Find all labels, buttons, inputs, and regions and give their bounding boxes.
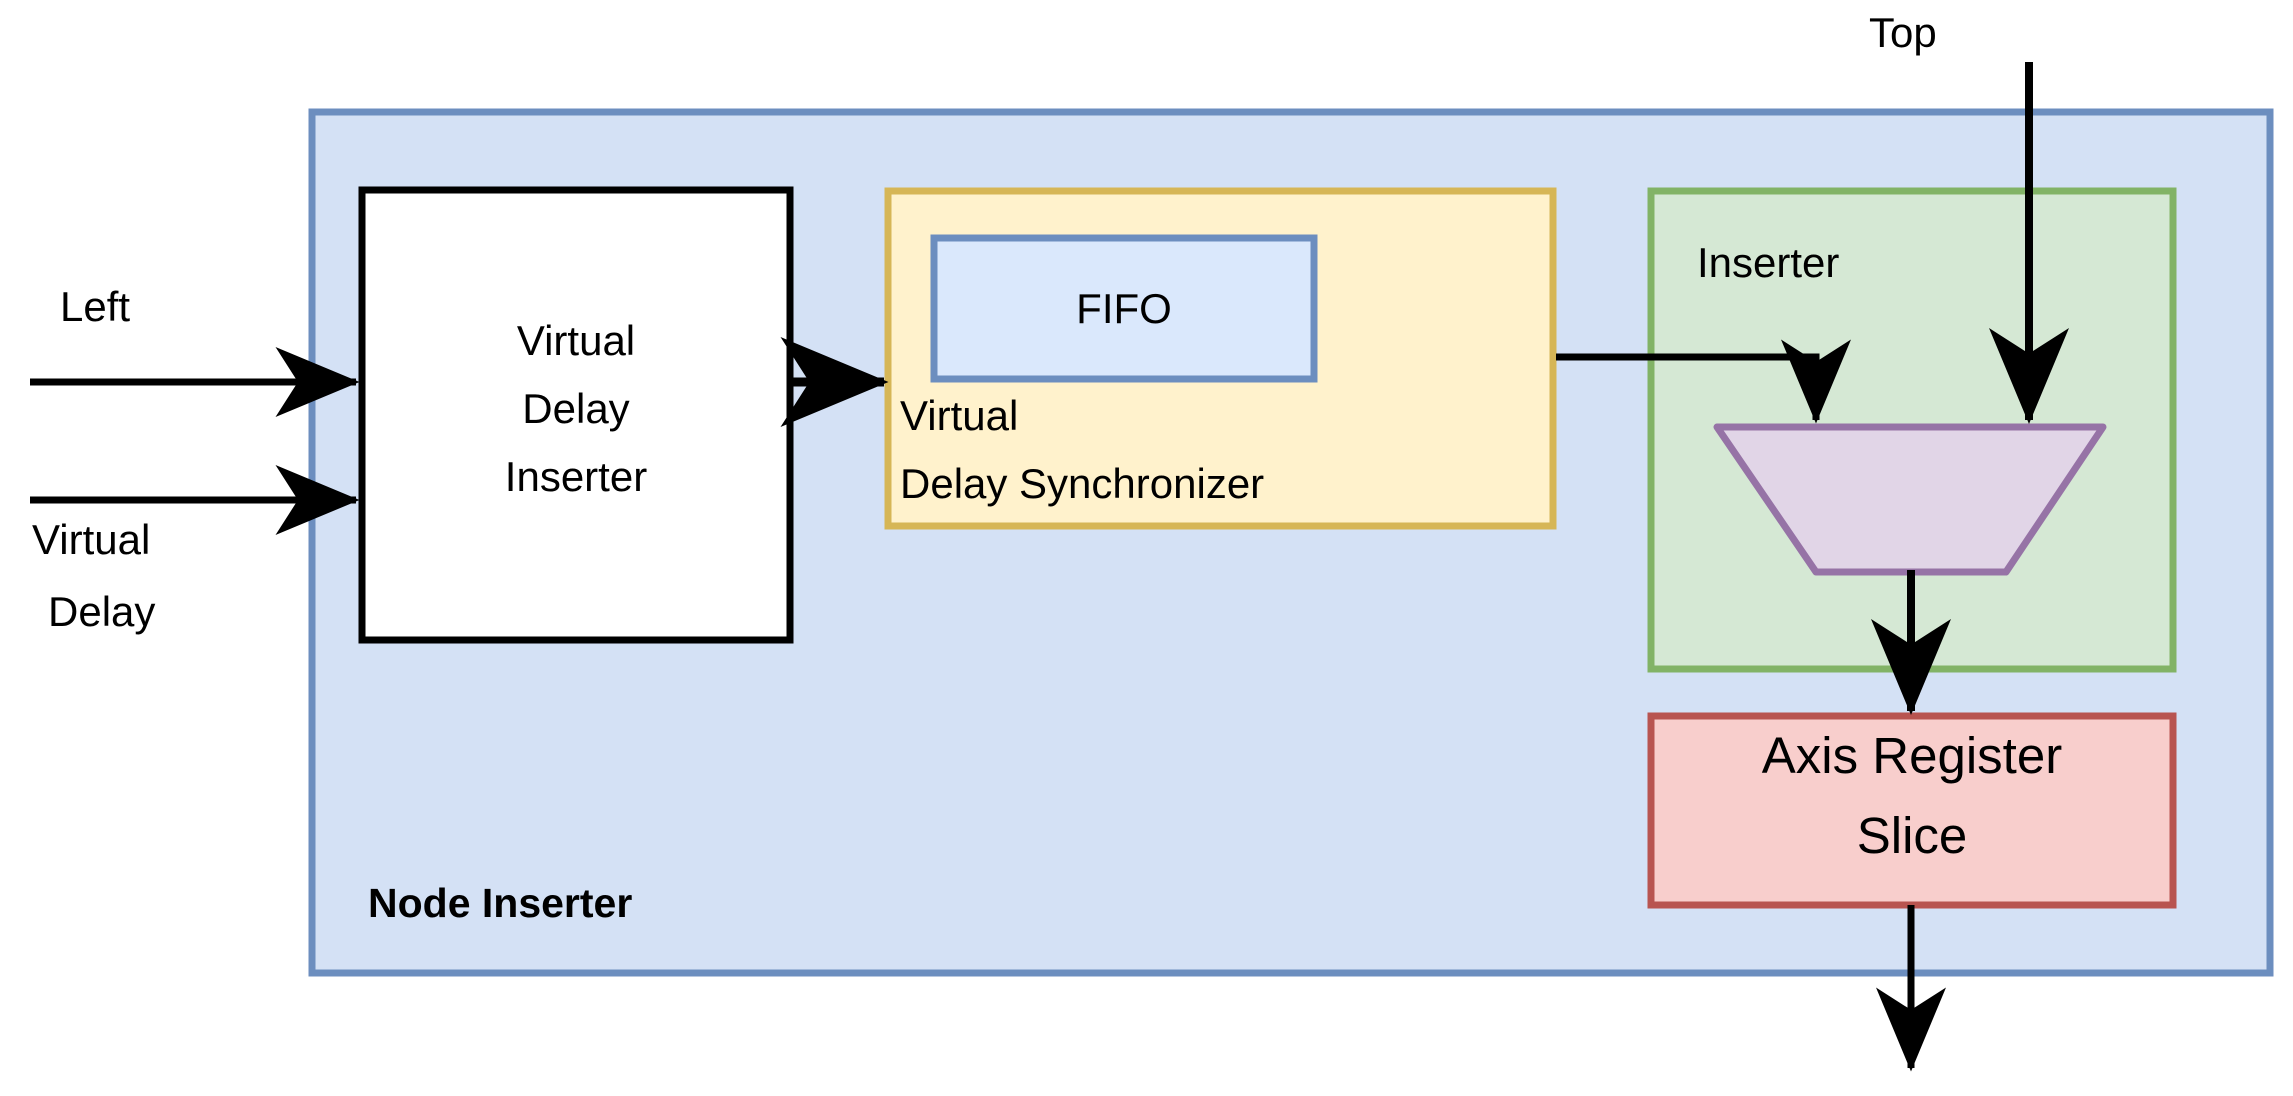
- fifo-label: FIFO: [1076, 285, 1172, 332]
- axis-register-slice-label-line2: Slice: [1856, 807, 1968, 864]
- node-inserter-label: Node Inserter: [368, 880, 633, 926]
- virtual-delay-input-label-line2: Delay: [48, 588, 156, 635]
- inserter-label: Inserter: [1697, 239, 1840, 286]
- mux-trapezoid[interactable]: [1713, 423, 2107, 576]
- virtual-delay-input-label-line1: Virtual: [32, 516, 151, 563]
- virtual-delay-inserter-block[interactable]: [358, 186, 794, 644]
- virtual-delay-inserter-label-line1: Virtual: [516, 317, 636, 364]
- left-input-label: Left: [60, 283, 131, 330]
- top-input-label: Top: [1869, 9, 1937, 56]
- virtual-delay-synchronizer-label-line2: Delay Synchronizer: [900, 460, 1265, 507]
- axis-register-slice-label-line1: Axis Register: [1761, 727, 2063, 784]
- virtual-delay-inserter-label-line3: Inserter: [504, 453, 648, 500]
- fifo-block[interactable]: [930, 234, 1318, 383]
- virtual-delay-synchronizer-label-line1: Virtual: [900, 392, 1019, 439]
- synchronizer-to-mux-connector: [1556, 339, 1851, 424]
- virtual-delay-inserter-label-line2: Delay: [522, 385, 630, 432]
- axis-register-slice-block[interactable]: [1647, 712, 2177, 909]
